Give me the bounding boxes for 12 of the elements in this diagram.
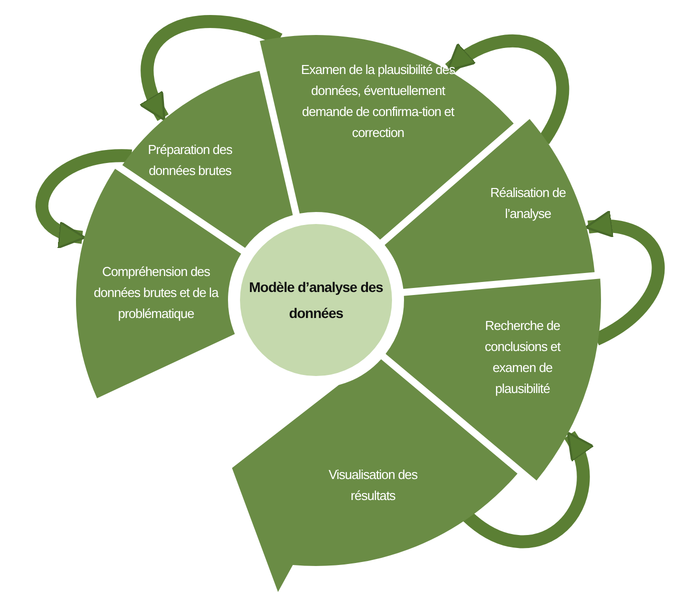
ring-segment <box>122 70 293 248</box>
segment-label: Visualisation des résultats <box>328 466 418 505</box>
center-title: Modèle d’analyse des données <box>248 278 384 323</box>
segment-label: Compréhension des données brutes et de la problématique <box>92 262 220 323</box>
segment-label: Réalisation de l’analyse <box>489 184 567 223</box>
segment-label: Recherche de conclusions et examen de plausibilité <box>484 317 562 398</box>
curved-arrow <box>463 431 593 548</box>
segment-label: Préparation des données brutes <box>146 141 234 180</box>
curved-arrow <box>584 212 665 346</box>
curved-arrow <box>446 34 570 144</box>
curved-arrow <box>36 149 132 246</box>
curved-arrow <box>140 15 282 122</box>
